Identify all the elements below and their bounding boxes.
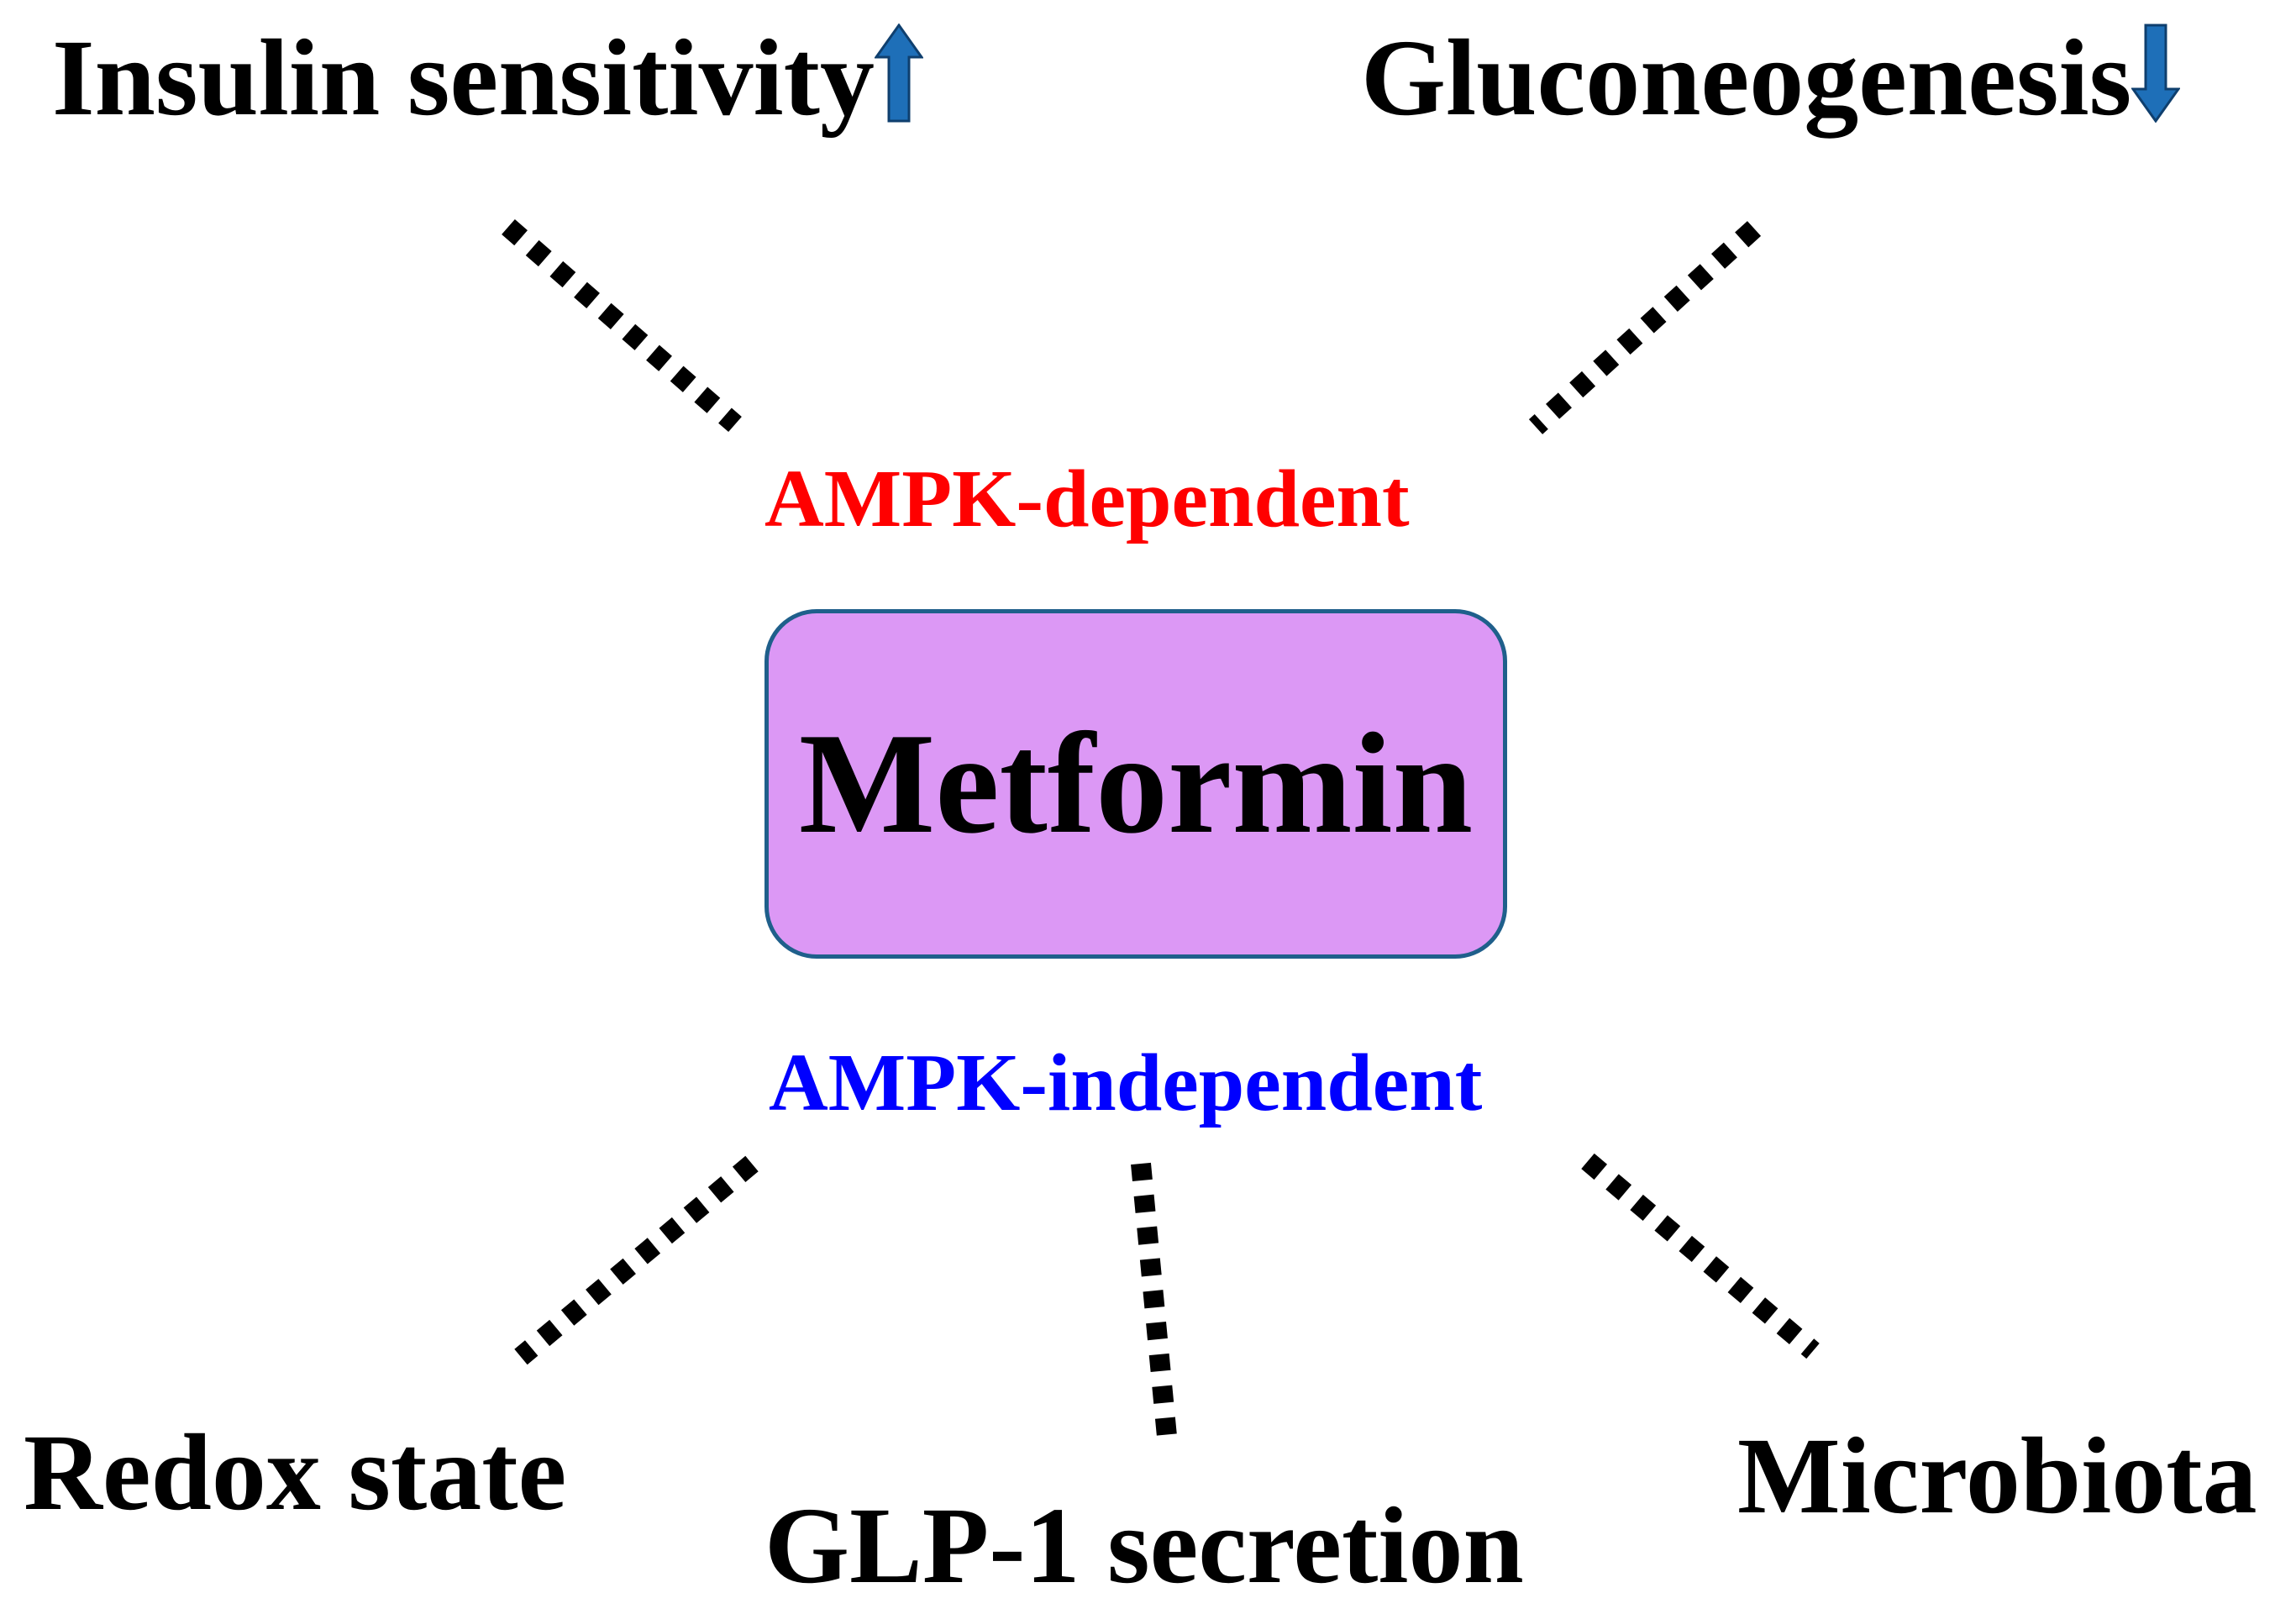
connector-gluconeogenesis: [1528, 221, 1762, 434]
branch-label-ampk-dependent: AMPK-dependent: [764, 454, 1410, 544]
connector-glp1: [1131, 1162, 1178, 1447]
outcome-redox-state: Redox state: [24, 1412, 567, 1533]
connector-redox: [514, 1155, 759, 1365]
connector-microbiota: [1581, 1153, 1820, 1359]
metformin-box: Metformin: [764, 609, 1507, 959]
outcome-label: Insulin sensitivity: [52, 18, 875, 139]
outcome-label: Gluconeogenesis: [1361, 18, 2132, 139]
outcome-glp1-secretion: GLP-1 secretion: [764, 1485, 1524, 1606]
outcome-microbiota: Microbiota: [1737, 1416, 2257, 1537]
outcome-gluconeogenesis: Gluconeogenesis: [1361, 24, 2182, 133]
outcome-insulin-sensitivity: Insulin sensitivity: [52, 23, 924, 133]
connector-insulin: [502, 218, 742, 433]
arrow-up-icon: [874, 23, 924, 123]
center-label: Metformin: [798, 704, 1474, 864]
arrow-down-icon: [2130, 24, 2182, 124]
branch-label-ampk-independent: AMPK-independent: [769, 1038, 1483, 1128]
